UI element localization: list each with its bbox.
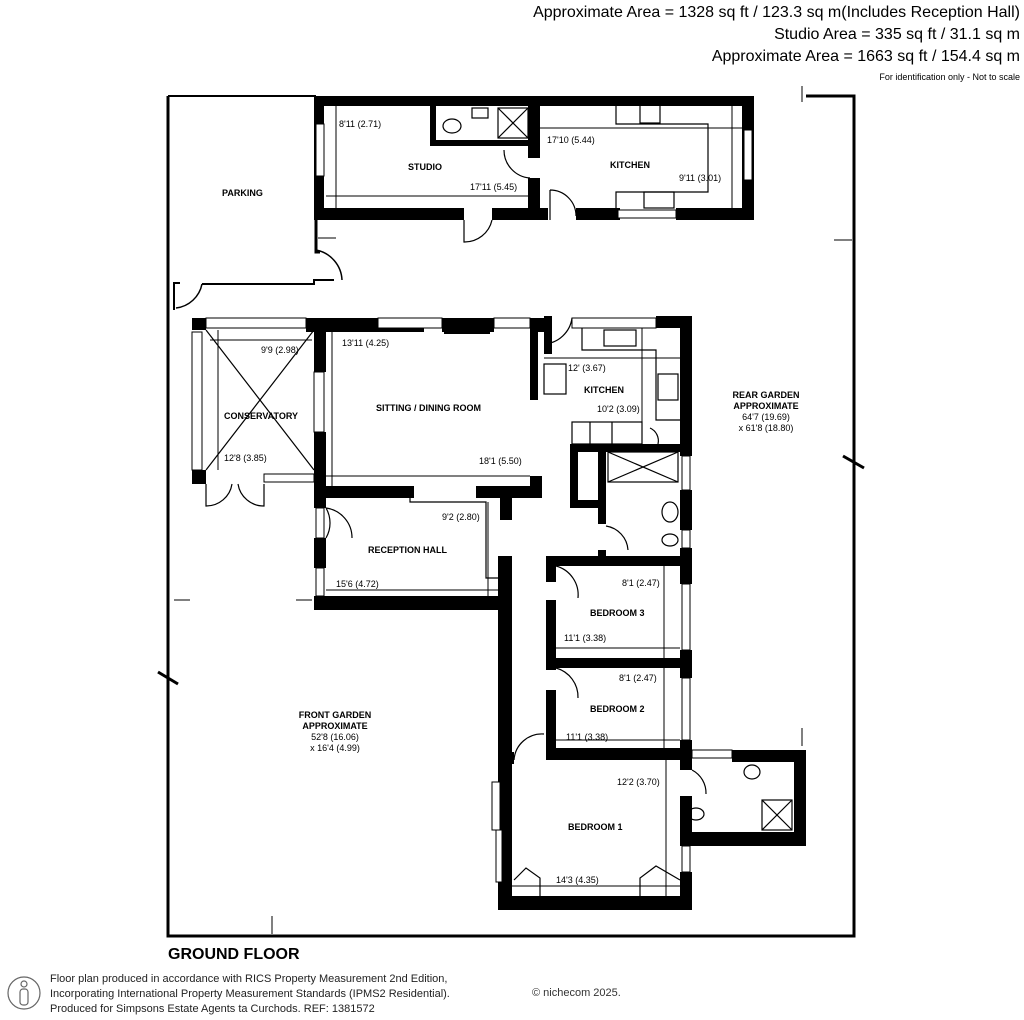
- plot-boundary: [166, 94, 856, 938]
- reception-dim-w: 15'6 (4.72): [336, 579, 379, 589]
- rear-garden-name: REAR GARDEN: [732, 390, 800, 400]
- conservatory-dim-w: 9'9 (2.98): [261, 345, 299, 355]
- front-garden-approx: APPROXIMATE: [302, 721, 368, 731]
- sitting-dim-w: 18'1 (5.50): [479, 456, 522, 466]
- bedroom2-label: BEDROOM 2: [590, 704, 645, 714]
- bedroom3-dim-h: 8'1 (2.47): [622, 578, 660, 588]
- bedroom1-dim-w: 14'3 (4.35): [556, 875, 599, 885]
- rear-garden-label: REAR GARDEN APPROXIMATE 64'7 (19.69) x 6…: [726, 390, 806, 434]
- scale-note: For identification only - Not to scale: [879, 72, 1020, 82]
- bedroom1-dim-h: 12'2 (3.70): [617, 777, 660, 787]
- footer-line1: Floor plan produced in accordance with R…: [50, 973, 448, 985]
- dimension-lines: [174, 86, 852, 934]
- walls: [192, 96, 806, 910]
- rear-garden-approx: APPROXIMATE: [733, 401, 799, 411]
- windows: [191, 123, 753, 883]
- front-garden-name: FRONT GARDEN: [298, 710, 372, 720]
- person-logo-icon: [7, 976, 41, 1010]
- studio-label: STUDIO: [408, 162, 443, 172]
- rear-garden-dim2: x 61'8 (18.80): [738, 423, 794, 433]
- approx-area-main: Approximate Area = 1328 sq ft / 123.3 sq…: [533, 4, 1020, 21]
- sitting-dim-h: 13'11 (4.25): [342, 338, 390, 348]
- front-garden-label: FRONT GARDEN APPROXIMATE 52'8 (16.06) x …: [290, 710, 380, 754]
- footer-text: Floor plan produced in accordance with R…: [50, 972, 450, 1017]
- front-garden-dim1: 52'8 (16.06): [311, 732, 359, 742]
- fixtures: [205, 102, 793, 896]
- studio-kitchen-dim-w: 17'10 (5.44): [547, 135, 595, 145]
- front-garden-dim2: x 16'4 (4.99): [310, 743, 360, 753]
- studio-dim-w: 17'11 (5.45): [470, 182, 518, 192]
- studio-dim-h: 8'11 (2.71): [339, 119, 382, 129]
- bedroom3-label: BEDROOM 3: [590, 608, 645, 618]
- bedroom3-dim-w: 11'1 (3.38): [564, 633, 607, 643]
- rear-garden-dim1: 64'7 (19.69): [742, 412, 790, 422]
- copyright: © nichecom 2025.: [532, 987, 621, 999]
- conservatory-label: CONSERVATORY: [224, 411, 299, 421]
- floor-title: GROUND FLOOR: [168, 946, 300, 963]
- kitchen-dim-w: 12' (3.67): [568, 363, 606, 373]
- reception-hall-label: RECEPTION HALL: [368, 545, 448, 555]
- bedroom2-dim-w: 11'1 (3.38): [566, 732, 609, 742]
- sitting-room-label: SITTING / DINING ROOM: [376, 403, 481, 413]
- reception-dim-h: 9'2 (2.80): [442, 512, 480, 522]
- studio-kitchen-dim-h: 9'11 (3.01): [679, 173, 722, 183]
- studio-area: Studio Area = 335 sq ft / 31.1 sq m: [774, 26, 1020, 43]
- footer-line3: Produced for Simpsons Estate Agents ta C…: [50, 1003, 375, 1015]
- bedroom1-label: BEDROOM 1: [568, 822, 623, 832]
- kitchen-label: KITCHEN: [584, 385, 624, 395]
- bedroom2-dim-h: 8'1 (2.47): [619, 673, 657, 683]
- footer-line2: Incorporating International Property Mea…: [50, 988, 450, 1000]
- parking-outline: [314, 218, 320, 254]
- studio-kitchen-label: KITCHEN: [610, 160, 650, 170]
- conservatory-dim-h: 12'8 (3.85): [224, 453, 267, 463]
- approx-area-total: Approximate Area = 1663 sq ft / 154.4 sq…: [711, 48, 1020, 65]
- kitchen-dim-h: 10'2 (3.09): [597, 404, 640, 414]
- parking-label: PARKING: [222, 188, 263, 198]
